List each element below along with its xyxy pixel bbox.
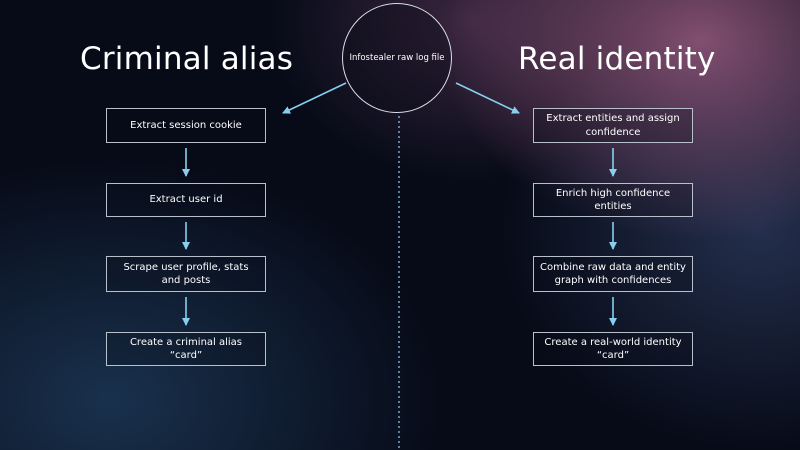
heading-real-identity: Real identity [518, 41, 716, 77]
right-step-3: Combine raw data and entity graph with c… [533, 256, 693, 292]
right-step-3-label: Combine raw data and entity graph with c… [540, 261, 686, 287]
source-node: Infostealer raw log file [342, 3, 452, 113]
arrow-source-to-left [282, 82, 347, 114]
left-step-3: Scrape user profile, stats and posts [106, 256, 266, 292]
left-step-4: Create a criminal alias “card” [106, 332, 266, 366]
left-step-2-label: Extract user id [149, 194, 223, 206]
left-step-3-label: Scrape user profile, stats and posts [123, 261, 249, 287]
right-step-1: Extract entities and assign confidence [533, 108, 693, 143]
right-step-4-label: Create a real-world identity “card” [544, 336, 682, 362]
arrow-source-to-right [455, 82, 520, 114]
right-step-1-label: Extract entities and assign confidence [546, 113, 680, 138]
source-label: Infostealer raw log file [349, 53, 445, 63]
left-step-1: Extract session cookie [106, 108, 266, 143]
right-step-4: Create a real-world identity “card” [533, 332, 693, 366]
heading-criminal-alias: Criminal alias [80, 41, 294, 77]
left-step-1-label: Extract session cookie [130, 119, 242, 131]
left-step-2: Extract user id [106, 183, 266, 217]
left-step-4-label: Create a criminal alias “card” [129, 336, 243, 362]
right-step-2: Enrich high confidence entities [533, 183, 693, 217]
right-step-2-label: Enrich high confidence entities [555, 187, 671, 213]
